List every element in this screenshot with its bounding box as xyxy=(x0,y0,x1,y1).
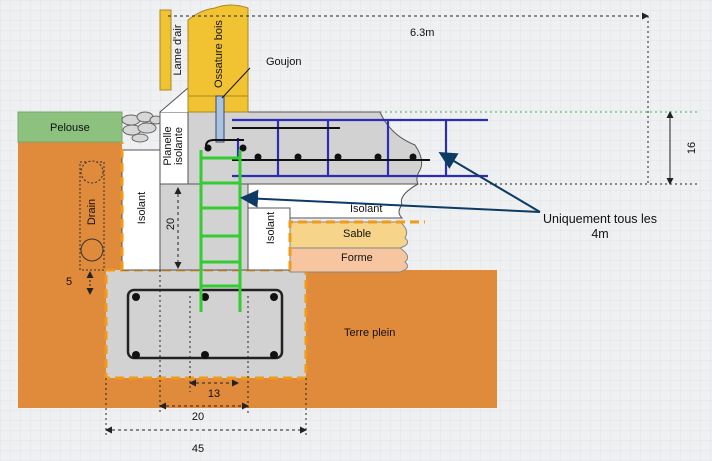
dowel xyxy=(215,95,225,143)
drain-pipe xyxy=(80,238,104,262)
note-arrow-1 xyxy=(240,189,541,213)
label-ossature: Ossature bois xyxy=(213,20,225,88)
planelle xyxy=(159,111,189,185)
pebbles-icon xyxy=(121,111,163,143)
dim-bar-spacing: 13 xyxy=(208,388,220,400)
label-planelle: Planelle xyxy=(162,126,174,165)
dim-wall-height: 20 xyxy=(165,218,177,230)
label-drain: Drain xyxy=(86,199,98,225)
wood-frame xyxy=(187,4,249,113)
sand-dashed-outline xyxy=(288,220,425,270)
label-planelle-2: isolante xyxy=(173,127,185,165)
dim-wall-width: 20 xyxy=(192,411,204,423)
air-gap xyxy=(159,9,172,91)
sand-layer xyxy=(289,221,409,249)
dim-length: 6.3m xyxy=(410,27,434,39)
goujon-leader xyxy=(221,67,251,99)
drain-pipe-top xyxy=(80,160,104,184)
label-pelouse: Pelouse xyxy=(50,122,90,134)
grass xyxy=(17,111,123,143)
label-isolant-inner: Isolant xyxy=(265,212,277,244)
slab-rebar-cage xyxy=(232,118,488,178)
inner-insulation xyxy=(247,207,291,271)
dim-footing-width: 45 xyxy=(192,443,204,455)
dimension-lines xyxy=(86,12,700,438)
note-line-1: Uniquement tous les xyxy=(543,212,657,226)
forme-layer xyxy=(289,247,409,273)
note-arrow-2 xyxy=(438,151,541,213)
dim-drain-offset: 5 xyxy=(66,276,72,288)
outer-insulation xyxy=(121,149,161,271)
label-isolant-slab: Isolant xyxy=(350,203,382,215)
footing-rebars xyxy=(132,293,278,359)
dim-slab: 16 xyxy=(686,142,698,154)
label-sable: Sable xyxy=(343,228,371,240)
slab-rebar-dots xyxy=(204,144,417,161)
note-line-2: 4m xyxy=(591,227,608,241)
label-isolant-outer: Isolant xyxy=(136,192,148,224)
label-forme: Forme xyxy=(341,252,373,264)
label-lame-air: Lame d'air xyxy=(172,24,184,75)
slab-bars xyxy=(205,127,430,161)
label-terre-plein: Terre plein xyxy=(344,327,395,339)
wall-ladder-rebar xyxy=(199,150,242,312)
label-goujon: Goujon xyxy=(266,56,301,68)
